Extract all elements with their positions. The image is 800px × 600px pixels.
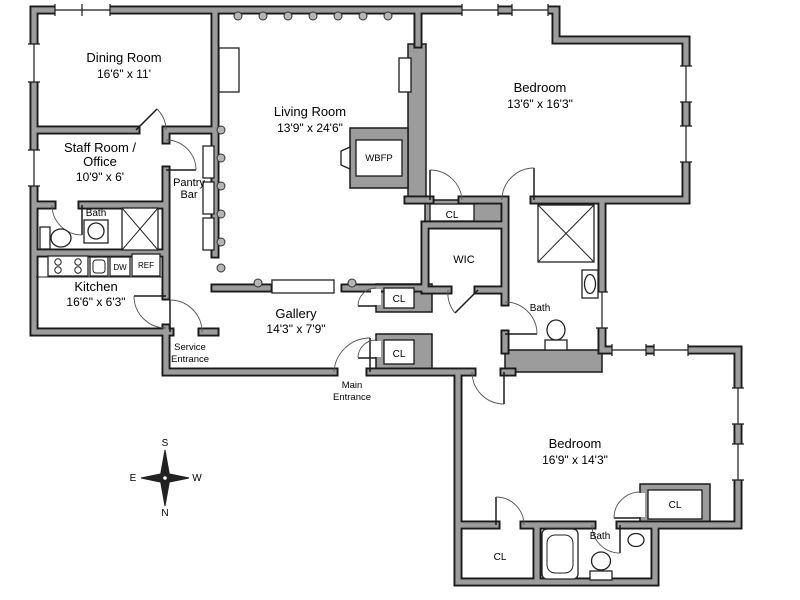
bottom-bath-door: [591, 524, 621, 554]
pantry-door: [165, 139, 197, 171]
refrigerator-icon: [131, 253, 161, 277]
compass-top-label: S: [162, 438, 169, 449]
bottom-bath-label: Bath: [590, 531, 611, 542]
kitchen-door: [133, 295, 167, 329]
wic-door: [447, 289, 479, 314]
dining-room-name: Dining Room: [86, 50, 161, 65]
toilet-icon: [39, 226, 72, 250]
side-closet-door: [613, 491, 641, 519]
bedroom-top-closet-box: [429, 203, 475, 222]
wbfp-box: [355, 139, 403, 177]
staff-room-name-2: Office: [83, 154, 117, 169]
bedroom-top-dims: 13'6" x 16'3": [507, 97, 573, 111]
gallery-closet-lower-box: [383, 339, 415, 365]
dishwasher-icon: [109, 256, 131, 277]
bedroom-bottom-name: Bedroom: [549, 436, 602, 451]
window: [461, 4, 499, 16]
bathtub-icon: [541, 528, 579, 580]
window: [611, 344, 647, 356]
gallery-closet-upper-box: [383, 287, 415, 309]
main-bath-label: Bath: [530, 303, 551, 314]
toilet-icon: [589, 551, 613, 581]
window: [28, 43, 40, 83]
firebox-opening: [340, 145, 351, 171]
wic-label: WIC: [453, 254, 474, 266]
sink-icon: [83, 219, 109, 244]
pantry-label-1: Pantry: [173, 177, 205, 189]
labels: Dining Room 16'6" x 11' Staff Room / Off…: [64, 50, 682, 563]
gallery-closet-upper-door: [357, 287, 377, 307]
bath-band-mass: [504, 349, 603, 373]
window: [732, 387, 744, 425]
service-entrance-label-2: Entrance: [171, 354, 209, 365]
gallery-radiator: [271, 279, 335, 294]
side-closet-box: [647, 489, 703, 520]
windows: [28, 4, 744, 481]
dishwasher-label: DW: [113, 263, 127, 272]
bedroom-top-closet-door: [429, 169, 463, 201]
window: [511, 4, 549, 16]
bottom-closet-door: [495, 496, 525, 526]
main-entrance-label-1: Main: [342, 380, 363, 391]
gallery-closet-lower-label: CL: [393, 349, 406, 360]
kitchen-dims: 16'6" x 6'3": [66, 295, 125, 309]
staff-room-name-1: Staff Room /: [64, 140, 136, 155]
living-room-dims: 13'9" x 24'6": [277, 121, 343, 135]
living-cabinet: [218, 47, 240, 93]
main-entrance-door: [333, 337, 371, 373]
bottom-closet-label: CL: [494, 552, 507, 563]
stove-icon: [47, 255, 89, 277]
bedroom-top-closet-label: CL: [446, 210, 459, 221]
compass-right-label: W: [192, 473, 202, 484]
main-entrance-label-2: Entrance: [333, 392, 371, 403]
window: [680, 125, 692, 163]
gallery-dims: 14'3" x 7'9": [266, 322, 325, 336]
bedroom-bottom-dims: 16'9" x 14'3": [542, 453, 608, 467]
living-room-name: Living Room: [274, 104, 346, 119]
sink-icon: [581, 269, 599, 299]
service-entrance-door: [169, 299, 203, 333]
kitchen-sink-icon: [89, 256, 109, 277]
gallery-closet-upper-label: CL: [393, 294, 406, 305]
shaft-access-panel: [398, 57, 412, 93]
column-dots: [216, 11, 393, 288]
compass-bottom-label: N: [161, 508, 168, 519]
compass-left-label: E: [130, 473, 137, 484]
refrigerator-label: REF: [138, 261, 154, 270]
bedroom-bottom-door: [471, 371, 505, 405]
service-entrance-label-1: Service: [174, 342, 206, 353]
window: [28, 149, 40, 187]
gallery-closet-lower-door: [357, 339, 377, 359]
gallery-name: Gallery: [275, 306, 317, 321]
doors: [51, 108, 641, 554]
compass-rose: S N E W: [130, 438, 203, 519]
pantry-cabinets: [202, 145, 215, 251]
staff-bath-label: Bath: [86, 208, 107, 219]
shower-icon: [121, 207, 159, 251]
dining-door: [135, 108, 167, 131]
window: [54, 4, 111, 16]
shower-icon: [537, 204, 595, 263]
dining-room-dims: 16'6" x 11': [97, 67, 151, 81]
side-closet-label: CL: [669, 500, 682, 511]
staff-bath-door: [51, 204, 83, 236]
pantry-label-2: Bar: [180, 189, 197, 201]
window: [732, 443, 744, 481]
wbfp-label: WBFP: [365, 153, 392, 164]
staff-room-dims: 10'9" x 6': [76, 170, 124, 184]
toilet-icon: [544, 319, 568, 351]
sink-icon: [627, 532, 645, 548]
fixtures: [36, 47, 645, 581]
bedroom-top-name: Bedroom: [514, 80, 567, 95]
bedroom-top-door: [501, 167, 535, 201]
window: [680, 65, 692, 103]
window: [653, 344, 689, 356]
kitchen-name: Kitchen: [74, 279, 117, 294]
wall-openings: [340, 57, 703, 520]
main-bath-door: [504, 301, 538, 335]
